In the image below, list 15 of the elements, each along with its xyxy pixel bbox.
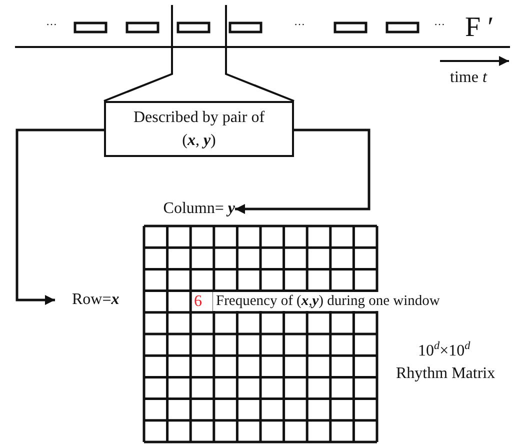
matrix-size-label: 10$^{d}$×10$^{d}$ — [418, 340, 470, 361]
ellipsis: … — [46, 16, 57, 30]
arrow — [16, 128, 104, 305]
matrix-title: Rhythm Matrix — [396, 364, 496, 384]
axis-label: Row=x — [72, 290, 120, 310]
box-text: Described by pair of (x, y) — [132, 108, 266, 151]
annotation: Frequency of (x,y) during one window — [213, 292, 443, 312]
cell-value: 6 — [194, 292, 202, 312]
arrow — [235, 128, 370, 214]
axis-label: time t — [450, 68, 487, 88]
process-box — [104, 101, 294, 157]
ellipsis: … — [434, 16, 445, 30]
axis-label: Column= y — [163, 199, 235, 220]
ellipsis: … — [294, 16, 305, 30]
sequence-label: F ′ — [465, 11, 494, 45]
